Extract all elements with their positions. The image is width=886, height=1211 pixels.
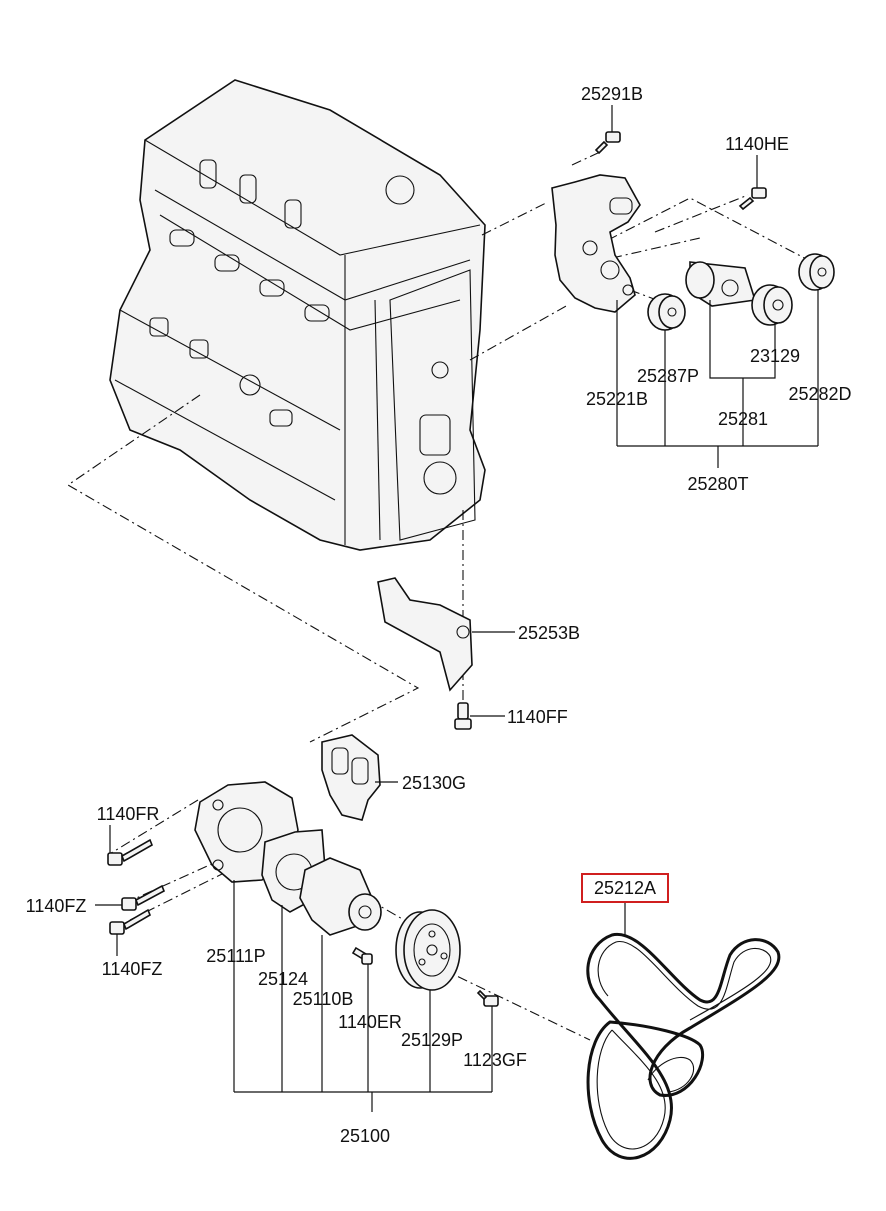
bolt-1140FZ-a[interactable] bbox=[121, 884, 166, 911]
label-25129P[interactable]: 25129P bbox=[401, 1030, 463, 1050]
idler-pulley-25282D[interactable] bbox=[798, 253, 835, 291]
drive-belt-25212A[interactable] bbox=[586, 932, 781, 1160]
label-1140FF[interactable]: 1140FF bbox=[507, 707, 568, 727]
label-25130G[interactable]: 25130G bbox=[402, 773, 466, 793]
label-1140FR[interactable]: 1140FR bbox=[97, 804, 160, 824]
label-1140HE[interactable]: 1140HE bbox=[725, 134, 789, 154]
label-25287P[interactable]: 25287P bbox=[637, 366, 699, 386]
engine-block[interactable] bbox=[109, 79, 486, 551]
bolt-1140FF[interactable] bbox=[454, 702, 472, 730]
label-25111P[interactable]: 25111P bbox=[206, 946, 265, 966]
label-25280T[interactable]: 25280T bbox=[687, 474, 748, 494]
idler-pulley-25287P[interactable] bbox=[647, 293, 686, 331]
label-25291B[interactable]: 25291B bbox=[581, 84, 643, 104]
label-23129[interactable]: 23129 bbox=[750, 346, 800, 366]
label-1140ER[interactable]: 1140ER bbox=[338, 1012, 402, 1032]
label-25124[interactable]: 25124 bbox=[258, 969, 308, 989]
water-pump-25110B[interactable] bbox=[299, 857, 382, 936]
label-1123GF[interactable]: 1123GF bbox=[463, 1050, 527, 1070]
label-25282D[interactable]: 25282D bbox=[788, 384, 851, 404]
bracket-25253B[interactable] bbox=[377, 577, 473, 692]
idler-pulley-23129[interactable] bbox=[751, 284, 793, 326]
bolt-1140ER[interactable] bbox=[351, 946, 373, 965]
pulley-25129P[interactable] bbox=[395, 909, 461, 991]
bolt-1123GF[interactable] bbox=[476, 989, 499, 1007]
label-25110B[interactable]: 25110B bbox=[293, 989, 354, 1009]
gasket-25130G[interactable] bbox=[321, 734, 381, 821]
leader-lines bbox=[95, 105, 819, 1112]
label-25221B[interactable]: 25221B bbox=[586, 389, 648, 409]
label-25100[interactable]: 25100 bbox=[340, 1126, 390, 1146]
assembly-lines bbox=[66, 151, 813, 1041]
auto-tensioner-25281[interactable] bbox=[685, 261, 757, 307]
bolt-1140FZ-b[interactable] bbox=[109, 908, 151, 935]
bolt-25291B[interactable] bbox=[594, 131, 621, 155]
bolt-1140HE[interactable] bbox=[738, 187, 767, 211]
label-1140FZ-a[interactable]: 1140FZ bbox=[26, 896, 87, 916]
tensioner-bracket[interactable] bbox=[551, 174, 641, 313]
highlight-box-25212A bbox=[581, 873, 669, 903]
label-1140FZ-b[interactable]: 1140FZ bbox=[102, 959, 163, 979]
label-25212A[interactable]: 25212A bbox=[594, 878, 656, 898]
label-25281[interactable]: 25281 bbox=[718, 409, 768, 429]
bolt-1140FR[interactable] bbox=[107, 838, 154, 866]
label-25253B[interactable]: 25253B bbox=[518, 623, 580, 643]
part-labels: 25291B 1140HE 25287P 23129 25221B 25281 … bbox=[26, 84, 852, 1146]
